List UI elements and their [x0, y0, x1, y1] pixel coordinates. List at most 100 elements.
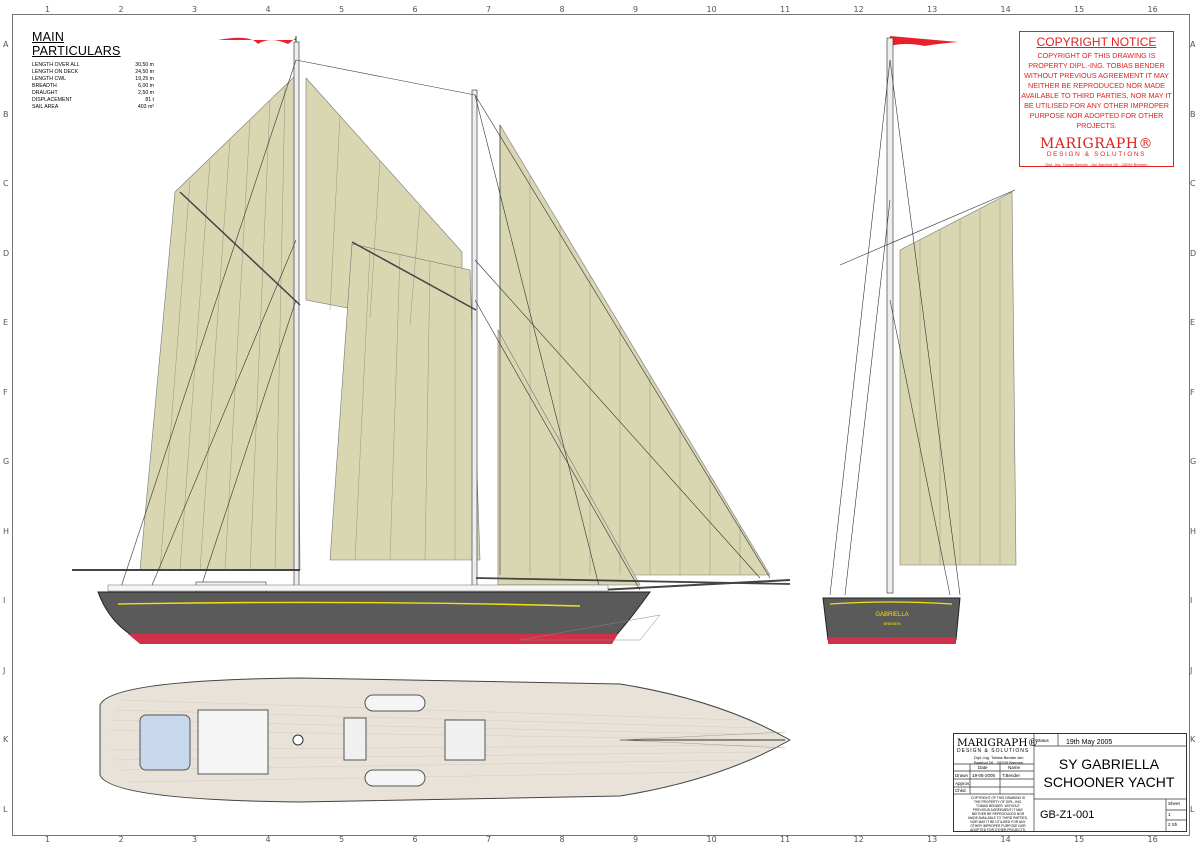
particular-row: SAIL AREA 403 m² — [32, 104, 154, 111]
drawing-title-line1: SY GABRIELLA — [1058, 756, 1160, 772]
drawn-date: 19-05-2005 — [972, 773, 996, 778]
grid-row-label: H — [1190, 526, 1197, 536]
particular-label: LENGTH ON DECK — [32, 69, 79, 75]
grid-column-label: 4 — [265, 5, 271, 14]
grid-row-label: C — [3, 179, 9, 188]
sheet-number: 1 — [1168, 812, 1171, 817]
title-block-logo: MARIGRAPH® — [957, 737, 1038, 749]
cockpit — [139, 714, 191, 771]
particular-value: 24,50 m — [135, 69, 154, 75]
grid-row-label: F — [1190, 387, 1195, 397]
grid-column-label: 12 — [853, 835, 864, 844]
particular-value: 19,25 m — [135, 76, 154, 82]
grid-row-label: E — [3, 318, 9, 327]
grid-column-label: 3 — [192, 5, 198, 14]
grid-column-label: 5 — [339, 835, 345, 844]
grid-column-label: 6 — [412, 835, 418, 844]
grid-row-label: K — [3, 735, 9, 744]
drawn-name: T.Bender — [1002, 773, 1021, 778]
drawing-number: GB-Z1-001 — [1040, 809, 1095, 821]
fore-mast — [293, 41, 300, 588]
grid-column-label: 2 — [118, 5, 124, 14]
grid-row-label: J — [3, 665, 6, 675]
date-label: Date — [978, 765, 988, 770]
grid-row-label: H — [3, 526, 10, 536]
stern-sail — [899, 191, 1017, 566]
grid-row-label: A — [3, 40, 9, 49]
grid-column-label: 2 — [118, 835, 124, 844]
grid-column-label: 12 — [853, 5, 864, 14]
keel-outline — [519, 614, 661, 641]
boot-top-side — [128, 634, 618, 644]
stern-name: GABRIELLA — [875, 612, 908, 618]
copyright-body: COPYRIGHT OF THIS DRAWING IS PROPERTY DI… — [1021, 51, 1172, 130]
grid-row-label: I — [1190, 596, 1193, 605]
grid-column-label: 16 — [1147, 5, 1158, 14]
name-label: Name — [1008, 765, 1021, 770]
grid-column-label: 13 — [927, 5, 938, 14]
grid-row-label: A — [1190, 40, 1196, 49]
grid-column-label: 6 — [412, 5, 418, 14]
grid-column-label: 13 — [927, 835, 938, 844]
approved-label: Approv. — [955, 781, 971, 786]
grid-row-label: B — [3, 109, 9, 119]
fore-staysail — [329, 243, 481, 561]
bulwark-rail — [107, 584, 609, 592]
fore-gaff — [179, 191, 301, 306]
dinghy-top — [364, 694, 426, 712]
particular-label: DISPLACEMENT — [32, 97, 73, 103]
grid-column-label: 1 — [45, 5, 51, 14]
sheer-stripe-side — [117, 601, 581, 607]
particular-label: BREADTH — [32, 83, 57, 89]
sheets-of: 2 Sh — [1168, 822, 1178, 827]
drawing-title-line2: SCHOONER YACHT — [1043, 774, 1175, 790]
title-block: MARIGRAPH® DESIGN & SOLUTIONS Dipl.-Ing.… — [953, 733, 1187, 832]
copyright-logo: MARIGRAPH® — [1040, 136, 1153, 152]
grid-column-label: 15 — [1074, 835, 1085, 844]
drawing-frame — [12, 14, 1190, 836]
grid-column-label: 14 — [1000, 5, 1011, 14]
hull-side — [97, 591, 651, 641]
stern-hull — [822, 597, 961, 641]
status-value: 19th May 2005 — [1066, 739, 1113, 746]
grid-row-label: I — [3, 596, 6, 605]
deckhouse-plan — [197, 709, 269, 775]
grid-row-label: E — [1190, 318, 1196, 327]
particular-value: 403 m² — [137, 104, 154, 110]
stern-boot-top — [828, 637, 956, 644]
grid-row-label: G — [1190, 457, 1197, 466]
grid-row-label: C — [1190, 179, 1196, 188]
grid-column-label: 9 — [633, 835, 639, 844]
grid-column-label: 7 — [486, 5, 492, 14]
grid-column-label: 10 — [706, 835, 717, 844]
title-block-copyright: COPYRIGHT OF THIS DRAWING IS THE PROPERT… — [968, 796, 1028, 832]
side-elevation — [72, 36, 791, 644]
grid-column-label: 15 — [1074, 5, 1085, 14]
stern-mast — [886, 37, 894, 594]
copyright-logo-sub: DESIGN & SOLUTIONS — [1046, 151, 1147, 158]
deck-plan — [99, 677, 792, 803]
main-mast — [471, 89, 478, 588]
copyright-title: COPYRIGHT NOTICE — [1036, 35, 1157, 49]
stern-port: BREMEN — [883, 621, 900, 626]
sheet-label: Sheet — [1168, 801, 1180, 806]
grid-column-label: 14 — [1000, 835, 1011, 844]
grid-column-label: 11 — [780, 835, 791, 844]
grid-column-label: 4 — [265, 835, 271, 844]
grid-column-label: 9 — [633, 5, 639, 14]
stern-view: GABRIELLA BREMEN — [822, 36, 1017, 644]
grid-column-label: 3 — [192, 835, 198, 844]
particular-label: SAIL AREA — [32, 104, 59, 110]
grid-column-label: 7 — [486, 835, 492, 844]
checked-label: Chkd. — [955, 788, 967, 793]
grid-row-label: F — [3, 387, 8, 397]
grid-column-label: 11 — [780, 5, 791, 14]
title-block-lines — [954, 734, 1186, 831]
fore-gaff-sail — [139, 74, 301, 571]
